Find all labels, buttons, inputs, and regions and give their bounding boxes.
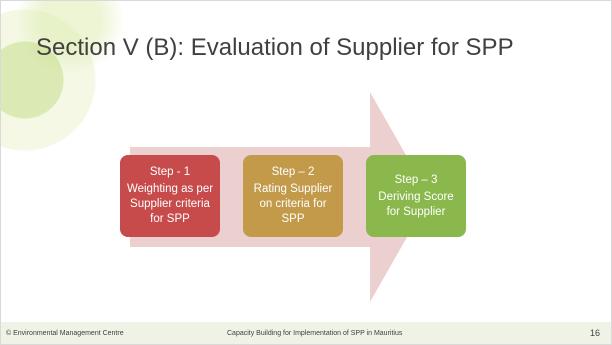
step-3-box: Step – 3 Deriving Score for Supplier: [366, 155, 466, 237]
step-2-text: Rating Supplier on criteria for SPP: [253, 183, 333, 225]
step-2-box: Step – 2 Rating Supplier on criteria for…: [243, 155, 343, 237]
footer-caption: Capacity Building for Implementation of …: [227, 330, 403, 337]
page-number: 16: [589, 328, 600, 338]
slide-title: Section V (B): Evaluation of Supplier fo…: [36, 34, 514, 61]
footer-copyright: © Environmental Management Centre: [6, 330, 124, 337]
step-3-text: Deriving Score for Supplier: [378, 190, 454, 218]
slide-footer: © Environmental Management Centre Capaci…: [0, 322, 612, 345]
step-1-box: Step - 1 Weighting as per Supplier crite…: [120, 155, 220, 237]
step-2-label: Step – 2: [271, 166, 315, 178]
step-1-label: Step - 1: [149, 166, 191, 178]
step-1-text: Weighting as per Supplier criteria for S…: [126, 183, 214, 225]
step-3-label: Step – 3: [394, 173, 438, 186]
